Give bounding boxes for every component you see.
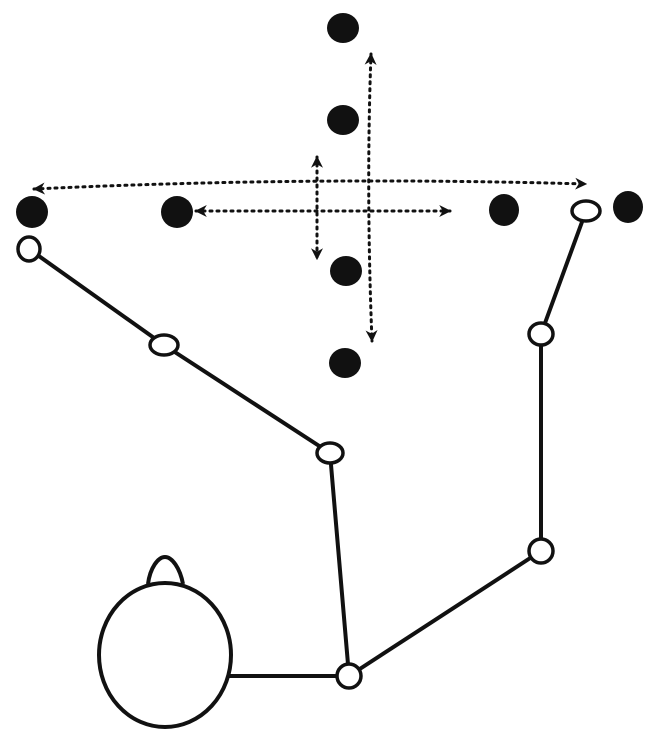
arm-link-right-proximal xyxy=(347,549,543,678)
joint-marker-left-wrist xyxy=(148,333,180,357)
target-dot-bottom-near xyxy=(330,256,362,286)
target-dot-top-near xyxy=(327,105,359,135)
joint-marker-shoulder xyxy=(335,662,363,690)
movement-arrow-long-horizontal xyxy=(32,177,588,195)
arm-link-left-middle xyxy=(162,343,332,455)
joint-markers xyxy=(16,199,602,690)
movement-arrows xyxy=(32,52,588,343)
movement-arrow-long-vertical xyxy=(364,52,378,343)
joint-marker-left-elbow xyxy=(315,441,345,465)
head-circle xyxy=(97,581,233,729)
arm-link-left-distal xyxy=(27,247,166,347)
joint-marker-right-hand xyxy=(570,199,602,223)
head xyxy=(97,554,233,729)
target-dot-bottom-far xyxy=(329,348,361,378)
target-dot-left-far xyxy=(16,196,48,228)
joint-marker-right-elbow xyxy=(527,537,555,565)
joint-marker-left-hand xyxy=(16,235,42,263)
head-nose xyxy=(146,554,185,585)
target-dot-left-near xyxy=(161,196,193,228)
target-dot-right-far xyxy=(613,191,643,223)
target-dot-top-far xyxy=(327,13,359,43)
arm-links xyxy=(27,209,588,678)
target-dot-right-near xyxy=(489,194,519,226)
target-dots xyxy=(16,13,643,378)
joint-marker-right-wrist xyxy=(527,321,555,347)
arm-link-right-distal xyxy=(539,209,588,336)
arm-link-left-proximal xyxy=(328,451,351,678)
